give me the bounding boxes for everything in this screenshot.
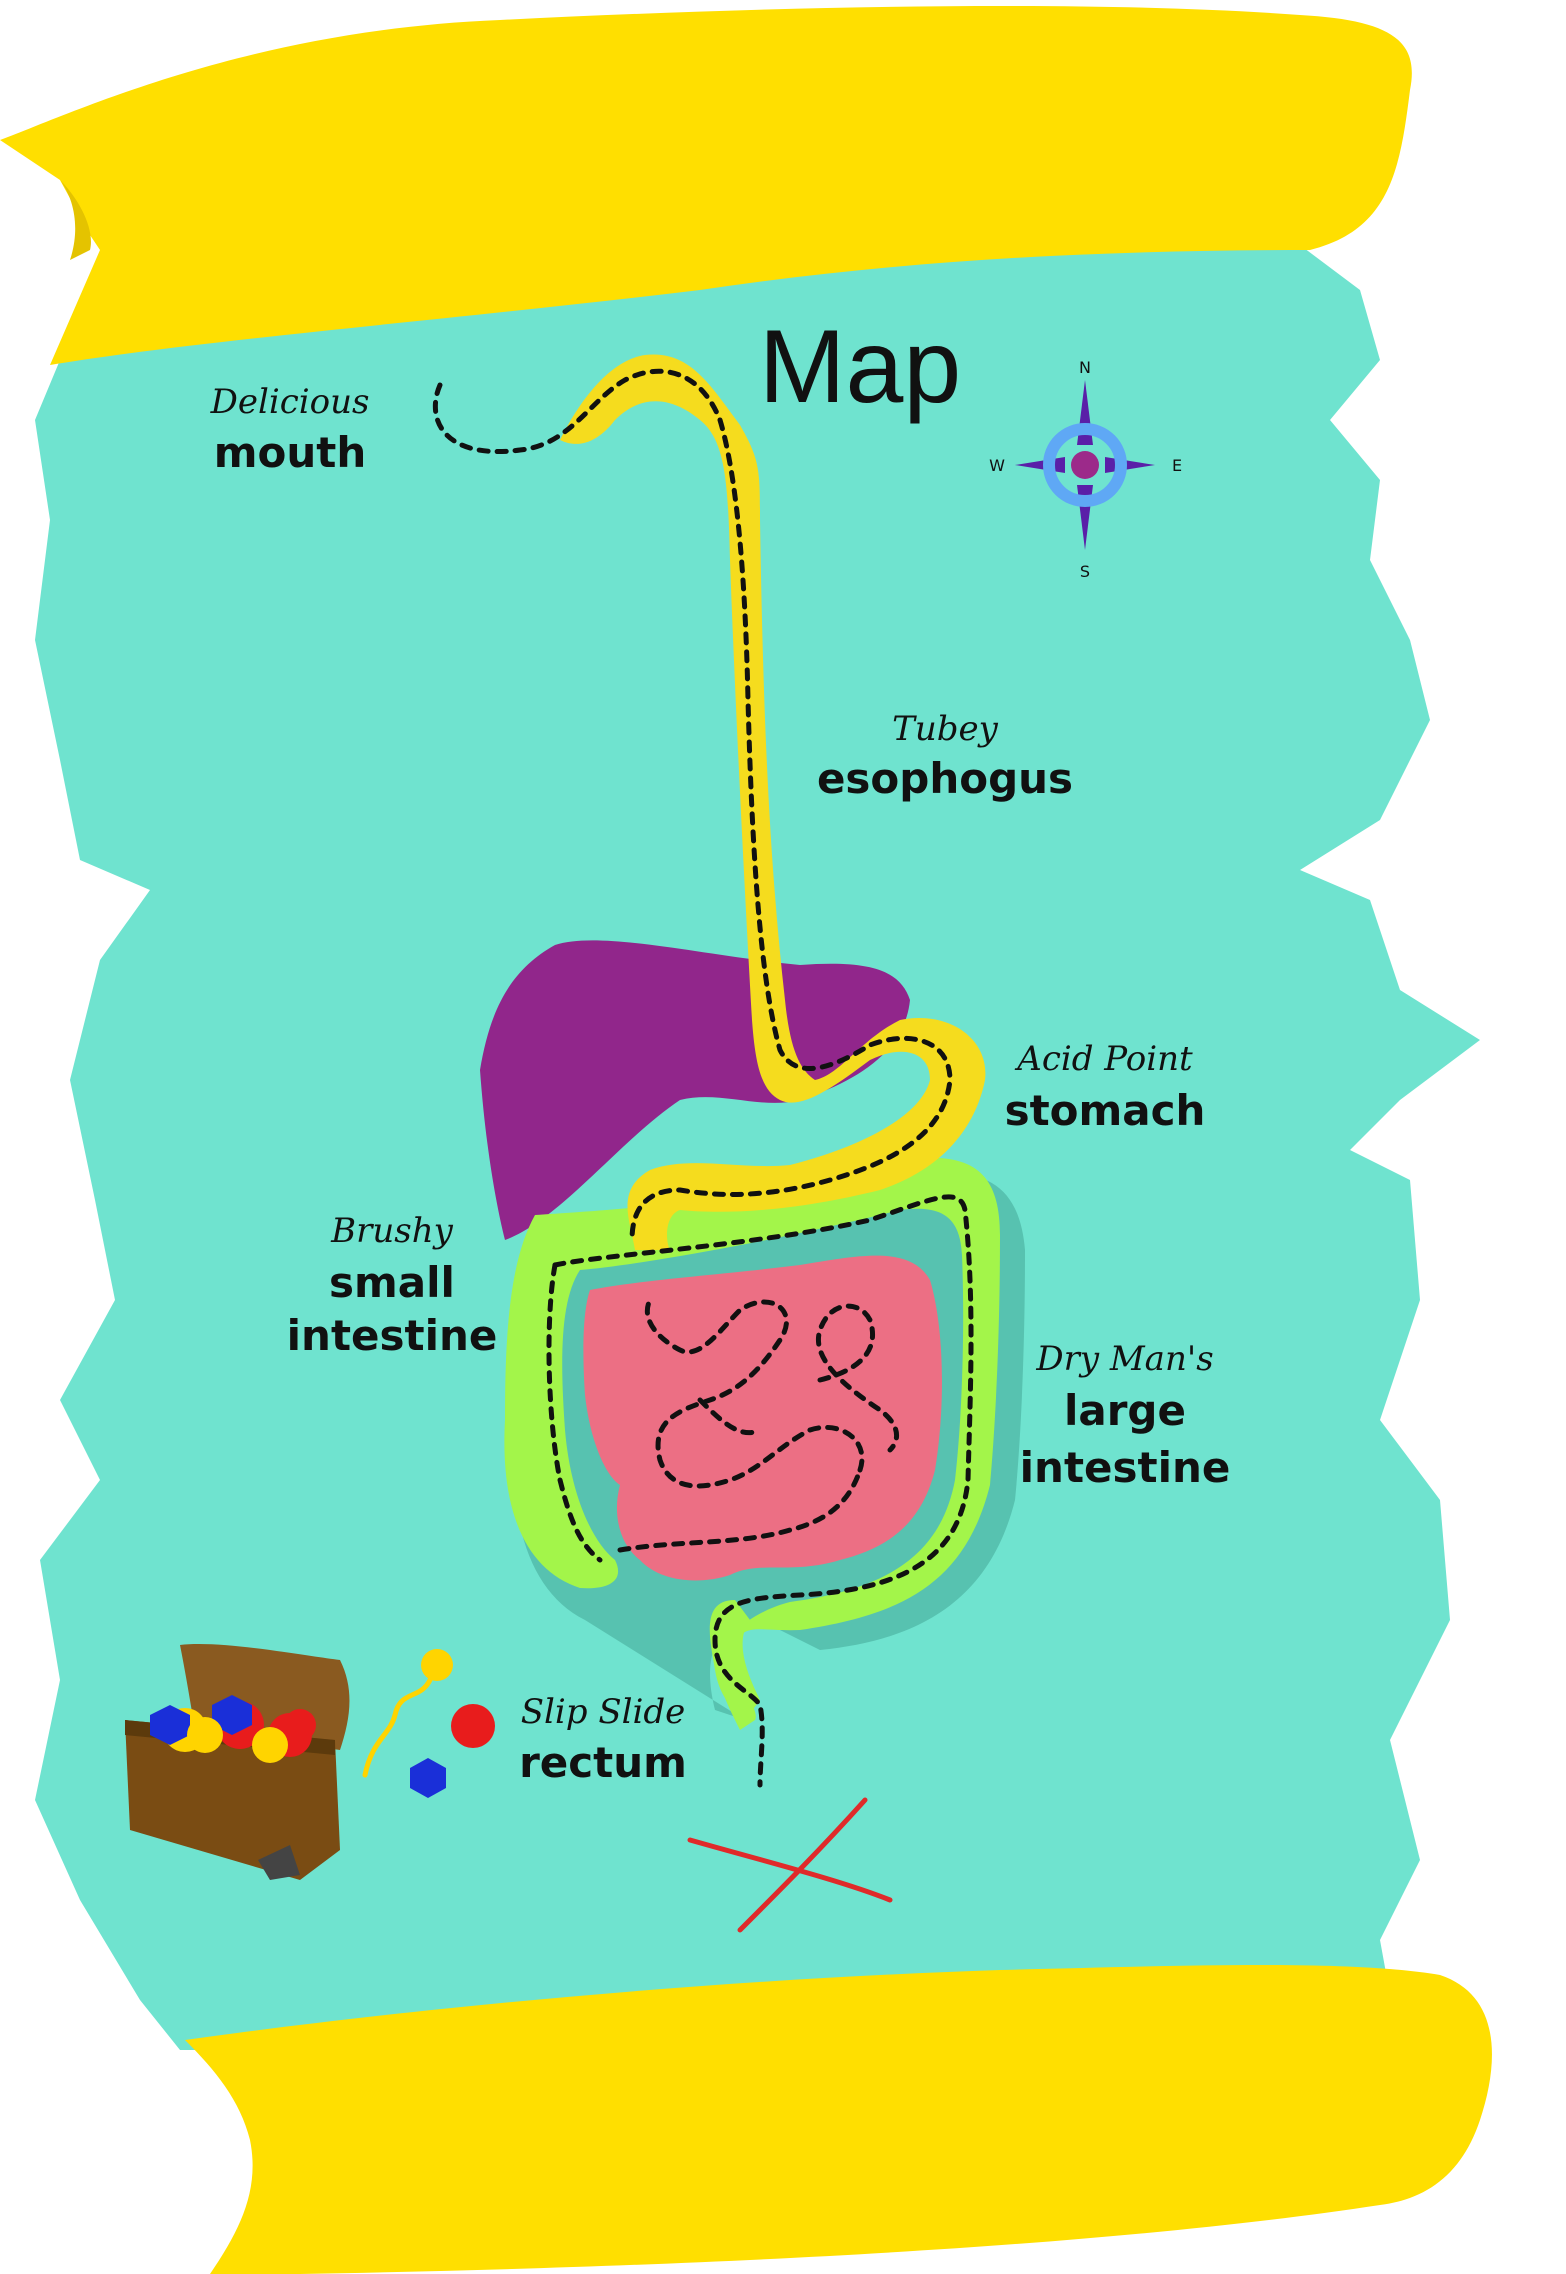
liver xyxy=(480,940,910,1240)
scroll-top xyxy=(0,5,1412,366)
map-title: Map xyxy=(759,309,961,425)
label-large-intestine-line1: large xyxy=(1064,1386,1186,1435)
label-small-intestine-line2: intestine xyxy=(287,1311,498,1360)
label-stomach: stomach xyxy=(1005,1086,1206,1135)
gem-icon xyxy=(410,1704,495,1798)
route-esophagus xyxy=(432,368,953,1243)
scroll-bottom xyxy=(185,1965,1492,2274)
large-intestine xyxy=(504,1157,1000,1730)
compass-n: N xyxy=(1079,358,1091,377)
treasure-chest-icon xyxy=(125,1643,350,1880)
compass-e: E xyxy=(1172,456,1182,475)
sperm-key-icon xyxy=(362,1649,453,1778)
label-mouth: mouth xyxy=(214,428,367,477)
label-esophagus-adjective: Tubey xyxy=(892,709,998,749)
label-rectum: rectum xyxy=(519,1738,687,1787)
compass-w: W xyxy=(989,456,1005,475)
large-intestine-tail xyxy=(709,1600,760,1720)
scroll-top-curl xyxy=(60,180,91,260)
label-stomach-adjective: Acid Point xyxy=(1014,1039,1193,1079)
x-mark-icon xyxy=(687,1797,893,1933)
label-esophagus: esophogus xyxy=(817,754,1073,803)
label-mouth-adjective: Delicious xyxy=(210,382,370,422)
route-large-intestine xyxy=(552,1194,974,1788)
route-large-intestine-left xyxy=(546,1262,603,1563)
compass-s: S xyxy=(1080,562,1090,581)
label-large-intestine-line2: intestine xyxy=(1020,1443,1231,1492)
small-intestine xyxy=(583,1255,942,1581)
esophagus xyxy=(560,354,986,1250)
label-small-intestine-line1: small xyxy=(329,1258,455,1307)
label-large-intestine-adjective: Dry Man's xyxy=(1035,1339,1213,1379)
label-rectum-adjective: Slip Slide xyxy=(521,1692,686,1732)
label-small-intestine-adjective: Brushy xyxy=(330,1211,453,1251)
compass-icon: N E S W xyxy=(989,358,1182,581)
route-small-intestine xyxy=(617,1297,900,1553)
